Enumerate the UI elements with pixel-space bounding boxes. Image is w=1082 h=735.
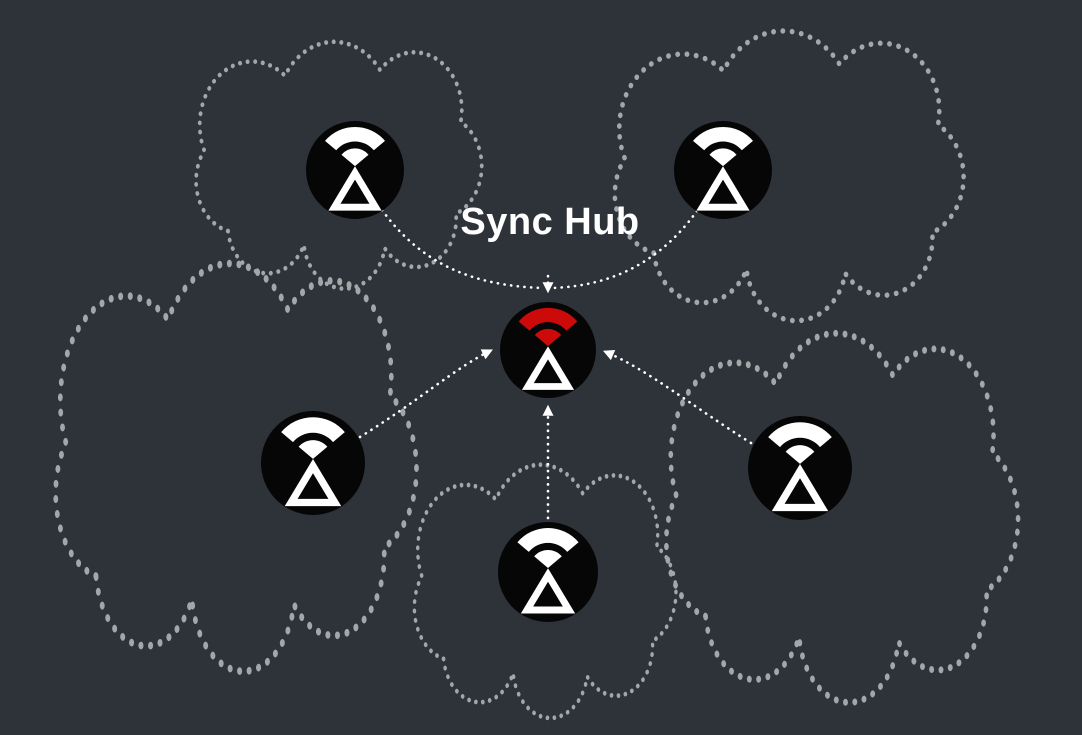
sync-hub-icon <box>500 302 596 398</box>
sync-arrow-top-left <box>380 208 546 290</box>
sync-device-icon-top-right <box>674 121 772 219</box>
sync-device-icon-top-left <box>306 121 404 219</box>
sync-device-icon-mid-left <box>261 411 365 515</box>
sync-device-icon-bottom <box>498 522 598 622</box>
sync-device-icon-mid-right <box>748 416 852 520</box>
hub-label: Sync Hub <box>460 201 639 243</box>
sync-arrow-top-right <box>550 209 699 290</box>
sync-arrow-mid-left <box>358 349 493 439</box>
sync-arrows <box>358 208 753 520</box>
sync-arrow-mid-right <box>602 349 753 445</box>
